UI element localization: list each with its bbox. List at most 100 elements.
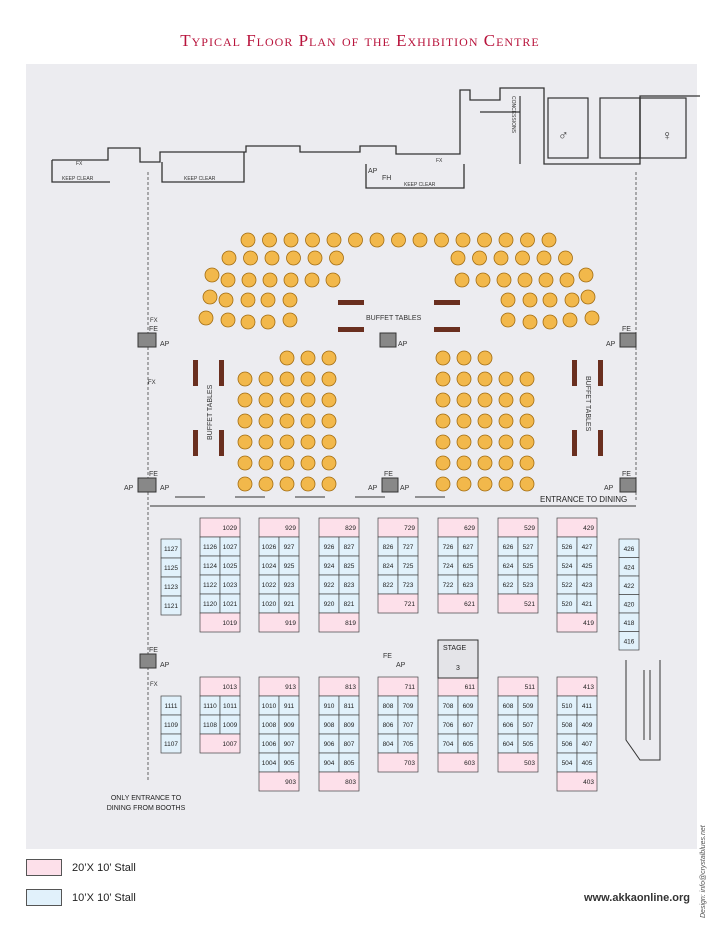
booth-number: 419	[583, 620, 594, 627]
round-table	[500, 312, 516, 328]
round-table	[391, 232, 406, 248]
round-table	[300, 476, 316, 492]
booth-number: 811	[344, 703, 355, 710]
booth-number: 1024	[262, 563, 277, 570]
booth-20x10[interactable]	[318, 771, 360, 792]
booth-number: 808	[383, 703, 394, 710]
restrooms	[480, 96, 687, 164]
booth-number: 1107	[164, 741, 178, 748]
booth-10x10[interactable]	[160, 733, 182, 754]
booth-number: 622	[503, 582, 514, 589]
round-table	[258, 476, 274, 492]
round-table	[325, 272, 341, 288]
booth-number: 629	[464, 525, 475, 532]
booth-20x10[interactable]	[199, 612, 241, 633]
booth-number: 521	[524, 601, 535, 608]
round-table	[519, 434, 535, 450]
round-table	[258, 455, 274, 471]
booth-number: 524	[562, 563, 573, 570]
round-table	[559, 272, 575, 288]
booth-number: 506	[562, 741, 573, 748]
booth-number: 508	[562, 722, 573, 729]
round-table	[348, 232, 363, 248]
booth-number: 507	[523, 722, 534, 729]
booth-number: 907	[284, 741, 295, 748]
booth-10x10[interactable]	[160, 595, 182, 616]
booth-10x10[interactable]	[618, 631, 640, 651]
booth-number: 729	[404, 525, 415, 532]
booth-number: 606	[503, 722, 514, 729]
booth-number: 605	[463, 741, 474, 748]
round-table	[477, 476, 493, 492]
round-table	[455, 232, 471, 248]
booth-number: 721	[404, 601, 415, 608]
booth-number: 1122	[203, 582, 217, 589]
booth-20x10[interactable]	[377, 593, 419, 614]
booth-20x10[interactable]	[497, 593, 539, 614]
booth-number: 1006	[262, 741, 277, 748]
round-table	[456, 413, 472, 429]
round-table	[498, 371, 514, 387]
booth-number: 429	[583, 525, 594, 532]
booth-number: 825	[344, 563, 355, 570]
booth-number: 527	[523, 544, 534, 551]
legend-pink-swatch	[26, 859, 62, 876]
booth-20x10[interactable]	[556, 612, 598, 633]
booth-20x10[interactable]	[497, 752, 539, 773]
booth-number: 723	[403, 582, 414, 589]
round-table	[279, 476, 295, 492]
round-table	[321, 392, 337, 408]
booth-number: 1019	[223, 620, 238, 627]
website-link[interactable]: www.akkaonline.org	[584, 892, 690, 904]
male-restroom-icon: ♂	[558, 127, 569, 143]
round-table	[300, 371, 316, 387]
round-table	[243, 250, 258, 266]
booth-number: 824	[383, 563, 394, 570]
round-table	[578, 267, 594, 283]
booth-number: 826	[383, 544, 394, 551]
booth-number: 1007	[223, 741, 238, 748]
booth-20x10[interactable]	[437, 593, 479, 614]
booth-20x10[interactable]	[258, 771, 300, 792]
booth-number: 407	[582, 741, 593, 748]
booth-20x10[interactable]	[258, 612, 300, 633]
round-table	[538, 272, 554, 288]
round-table	[519, 392, 535, 408]
booth-number: 913	[285, 684, 296, 691]
round-table	[240, 232, 256, 248]
booth-20x10[interactable]	[318, 612, 360, 633]
booth-number: 526	[562, 544, 573, 551]
fe-label-7: FE	[383, 653, 392, 660]
booth-number: 604	[503, 741, 514, 748]
booth-number: 711	[405, 684, 416, 691]
booth-number: 924	[324, 563, 335, 570]
booth-number: 1022	[262, 582, 277, 589]
round-table	[305, 232, 320, 248]
round-table	[240, 292, 256, 308]
booth-20x10[interactable]	[199, 733, 241, 754]
booth-number: 1026	[262, 544, 277, 551]
fe-label-3: FE	[149, 471, 158, 478]
booth-number: 420	[624, 601, 635, 608]
round-table	[282, 292, 298, 308]
round-table	[300, 392, 316, 408]
fx-label-4: FX	[148, 380, 156, 386]
round-table	[558, 250, 573, 266]
buffet-tables-label-top: BUFFET TABLES	[366, 315, 422, 322]
booth-number: 806	[383, 722, 394, 729]
round-table	[477, 455, 493, 471]
fh-label: FH	[382, 175, 391, 182]
booth-number: 922	[324, 582, 335, 589]
booth-20x10[interactable]	[377, 752, 419, 773]
booth-number: 905	[284, 760, 295, 767]
round-table	[500, 292, 516, 308]
booth-number: 510	[562, 703, 573, 710]
booth-20x10[interactable]	[437, 752, 479, 773]
booth-number: 1120	[203, 601, 217, 608]
round-table	[307, 250, 323, 266]
booth-number: 1126	[203, 544, 217, 551]
dining-tables	[198, 232, 600, 492]
booth-20x10[interactable]	[556, 771, 598, 792]
booth-number: 520	[562, 601, 573, 608]
round-table	[536, 250, 552, 266]
